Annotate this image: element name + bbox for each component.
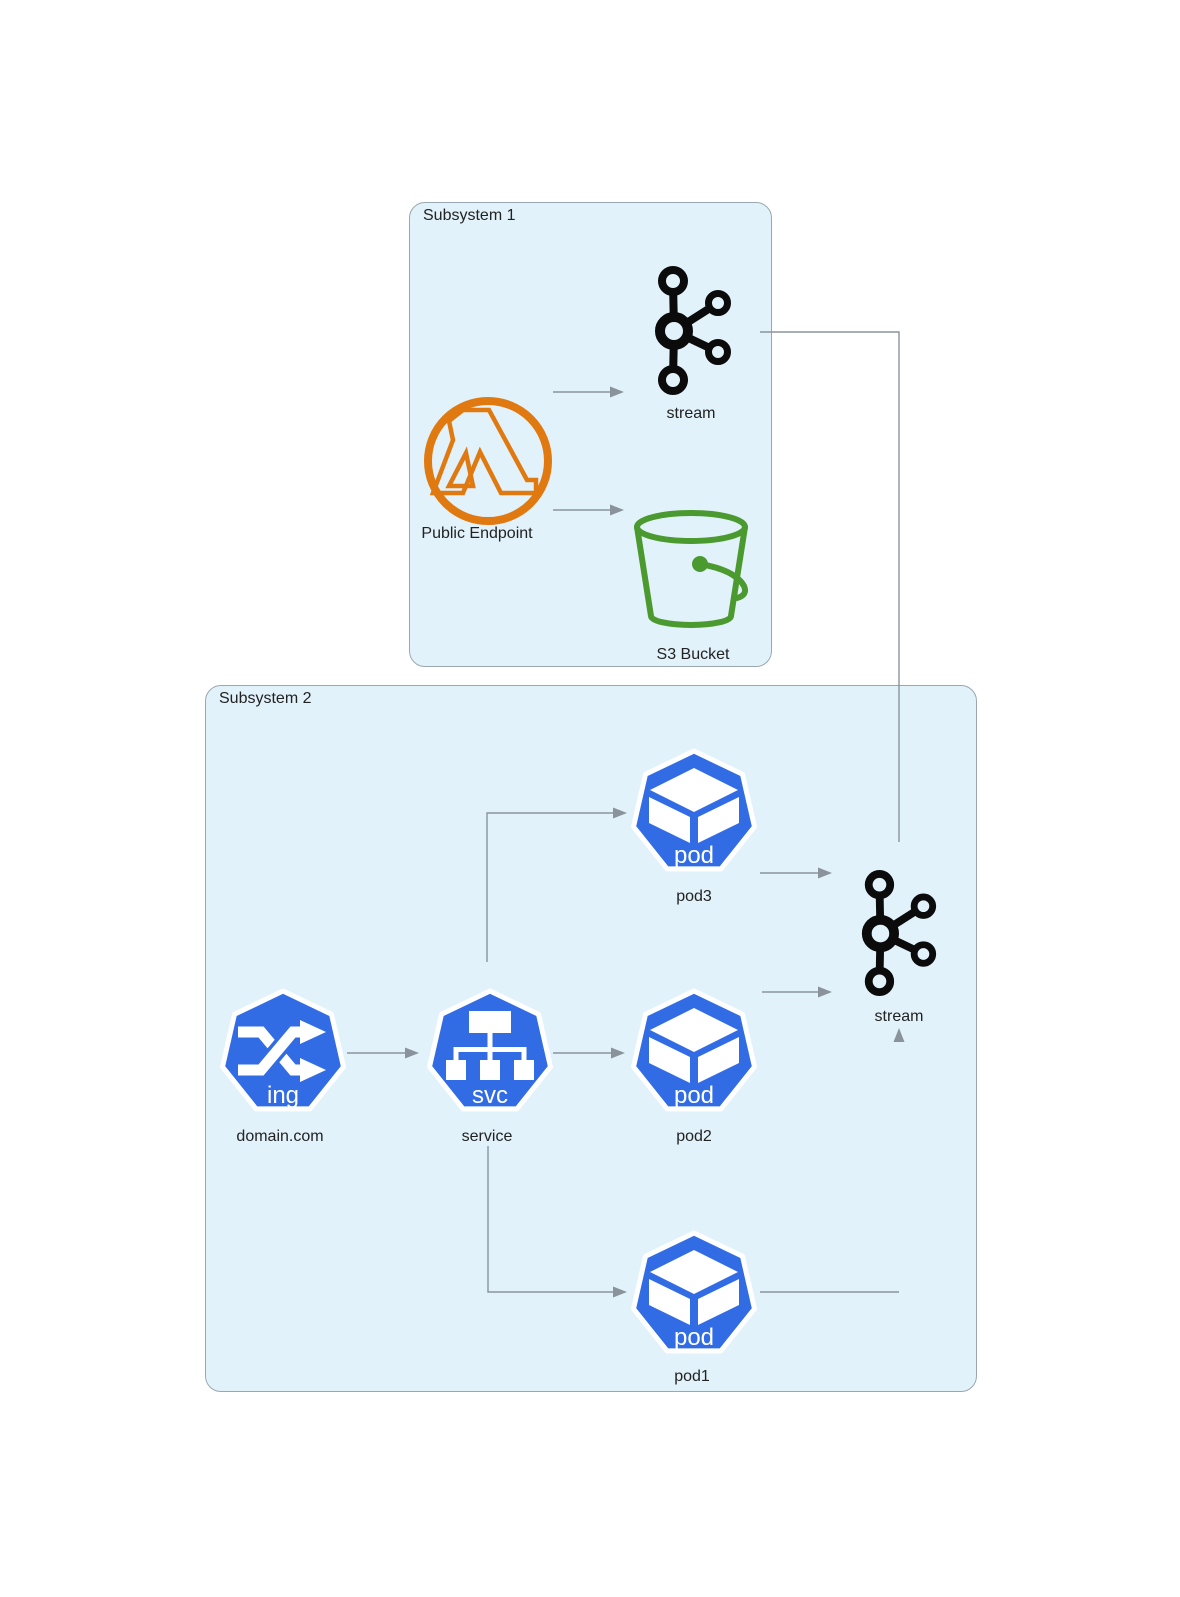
ingress-icon-label: ing bbox=[267, 1082, 299, 1109]
kafka-icon bbox=[861, 870, 937, 997]
pod2-icon-label: pod bbox=[674, 1082, 714, 1109]
k8s-pod1-icon: pod bbox=[631, 1230, 757, 1354]
service-label: service bbox=[461, 1128, 513, 1145]
s3-bucket-label: S3 Bucket bbox=[656, 646, 730, 663]
s3-bucket-icon bbox=[634, 510, 749, 628]
subsystem2-title: Subsystem 2 bbox=[219, 690, 312, 707]
pod3-label: pod3 bbox=[676, 888, 712, 905]
stream1-label: stream bbox=[666, 405, 716, 422]
public-endpoint-label: Public Endpoint bbox=[421, 525, 533, 542]
pod2-label: pod2 bbox=[676, 1128, 712, 1145]
subsystem1-group bbox=[409, 202, 772, 667]
k8s-service-icon: svc bbox=[427, 988, 553, 1112]
domain-label: domain.com bbox=[236, 1128, 324, 1145]
aws-lambda-icon bbox=[424, 397, 552, 525]
pod1-label: pod1 bbox=[674, 1368, 710, 1385]
service-icon-label: svc bbox=[472, 1082, 508, 1109]
k8s-pod3-icon: pod bbox=[631, 748, 757, 872]
subsystem1-title: Subsystem 1 bbox=[423, 207, 516, 224]
kafka-icon bbox=[655, 266, 731, 395]
k8s-pod2-icon: pod bbox=[631, 988, 757, 1112]
k8s-ingress-icon: ing bbox=[220, 988, 346, 1112]
pod1-icon-label: pod bbox=[674, 1324, 714, 1351]
pod3-icon-label: pod bbox=[674, 842, 714, 869]
stream2-label: stream bbox=[874, 1008, 924, 1025]
